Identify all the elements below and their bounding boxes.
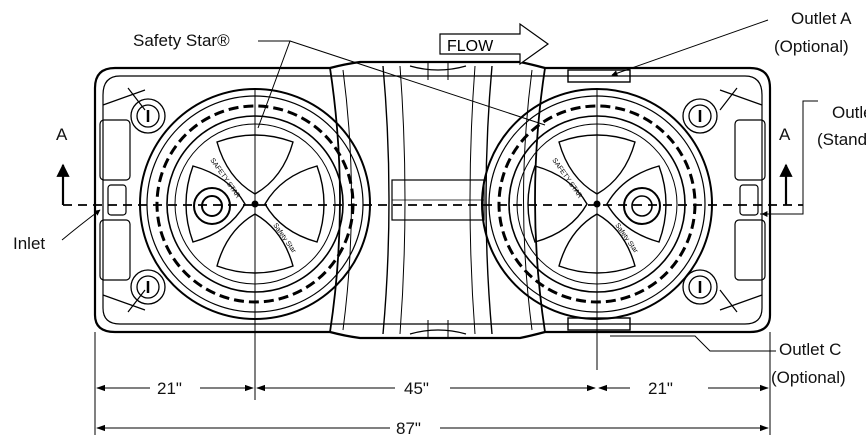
right-inspection-port (623, 187, 661, 225)
dim-right: 21" (648, 379, 673, 398)
left-inspection-port (193, 187, 231, 225)
outlet-c-label-2: (Optional) (771, 368, 846, 387)
corner-bosses (130, 98, 718, 305)
outlet-a-stub (567, 69, 631, 83)
dimension-lines (94, 332, 771, 435)
section-label-right: A (779, 125, 791, 144)
inlet-label: Inlet (13, 234, 45, 253)
dim-overall: 87" (396, 419, 421, 438)
outlet-b-label-2: (Standard) (817, 130, 866, 149)
right-end-features (719, 87, 766, 313)
dim-center: 45" (404, 379, 429, 398)
callouts (61, 19, 818, 352)
outlet-c-label-1: Outlet C (779, 340, 841, 359)
tank-outline (93, 60, 772, 340)
dim-left: 21" (157, 379, 182, 398)
flow-label: FLOW (447, 38, 494, 55)
section-marker-left: A (56, 125, 70, 205)
center-waist (329, 67, 341, 333)
section-marker-right: A (779, 125, 793, 205)
flow-arrow: FLOW (439, 22, 550, 66)
section-label-left: A (56, 125, 68, 144)
outlet-a-label-1: Outlet A (791, 9, 852, 28)
centerlines (63, 90, 803, 400)
outlet-a-label-2: (Optional) (774, 37, 849, 56)
safety-star-label: Safety Star® (133, 31, 230, 50)
outlet-b-label-1: Outlet B (832, 103, 866, 122)
tank-body (93, 60, 772, 340)
